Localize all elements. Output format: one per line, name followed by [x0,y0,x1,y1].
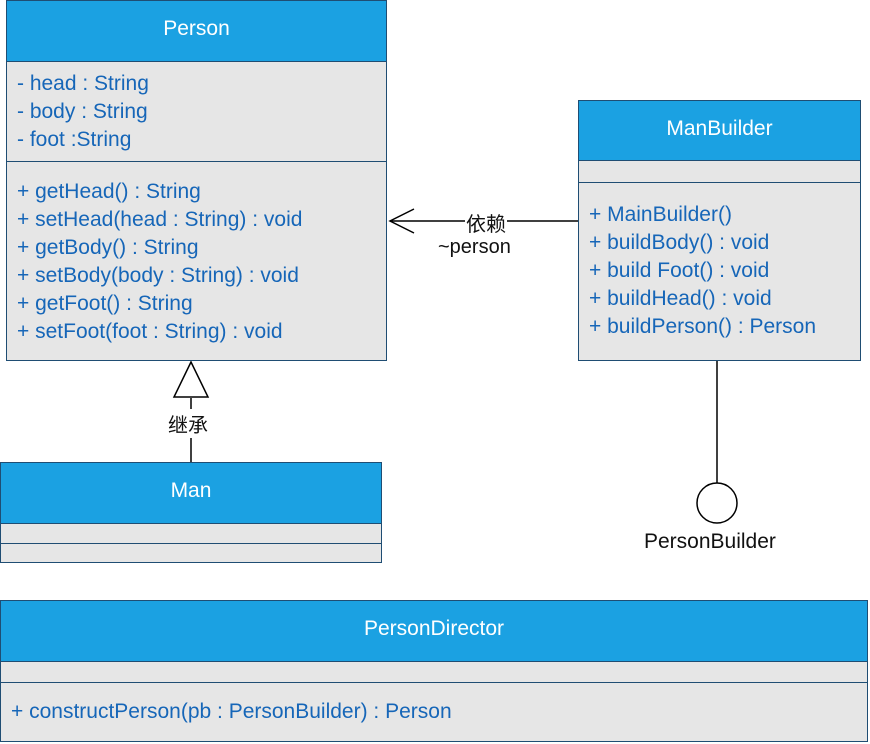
class-person-method: + getHead() : String [17,180,201,203]
class-person-method: + setHead(head : String) : void [17,208,303,231]
class-person-attributes: - head : String - body : String - foot :St… [7,62,386,162]
class-person-methods: + getHead() : String + setHead(head : Str… [7,162,386,346]
class-manbuilder-method: + buildPerson() : Person [589,315,817,338]
class-person-method: + getFoot() : String [17,292,193,315]
class-person[interactable]: Person - head : String - body : String - f… [6,0,387,361]
class-person-header: Person [7,1,386,62]
class-person-method: + setFoot(foot : String) : void [17,320,283,343]
class-person-method: + getBody() : String [17,236,199,259]
class-person-attribute: - foot :String [17,128,132,151]
class-persondirector-methods: + constructPerson(pb : PersonBuilder) : … [1,683,867,726]
class-person-method: + setBody(body : String) : void [17,264,299,287]
class-man-methods [1,544,381,562]
class-person-attribute: - body : String [17,100,148,123]
dependency-label: 依赖 [465,208,507,237]
class-manbuilder-methods: + MainBuilder() + buildBody() : void + bui… [579,183,860,341]
class-manbuilder-method: + buildBody() : void [589,231,770,254]
class-manbuilder-method: + build Foot() : void [589,259,770,282]
interface-name-label: PersonBuilder [644,530,776,553]
class-man[interactable]: Man [0,462,382,563]
dependency-arrowhead [388,208,415,234]
inheritance-label: 继承 [168,409,208,438]
class-manbuilder-method: + buildHead() : void [589,287,772,310]
class-manbuilder-attributes [579,161,860,183]
class-manbuilder-header: ManBuilder [579,101,860,161]
class-man-header: Man [1,463,381,524]
class-man-attributes [1,524,381,544]
class-persondirector-method: + constructPerson(pb : PersonBuilder) : … [11,700,452,723]
dependency-role-label: ~person [438,236,511,258]
class-manbuilder[interactable]: ManBuilder + MainBuilder() + buildBody() … [578,100,861,361]
class-persondirector-header: PersonDirector [1,601,867,662]
inheritance-triangle [172,360,210,398]
class-persondirector-attributes [1,662,867,683]
class-person-attribute: - head : String [17,72,149,95]
class-manbuilder-method: + MainBuilder() [589,203,732,226]
class-persondirector[interactable]: PersonDirector + constructPerson(pb : Pe… [0,600,868,742]
interface-lollipop-icon [696,482,738,524]
